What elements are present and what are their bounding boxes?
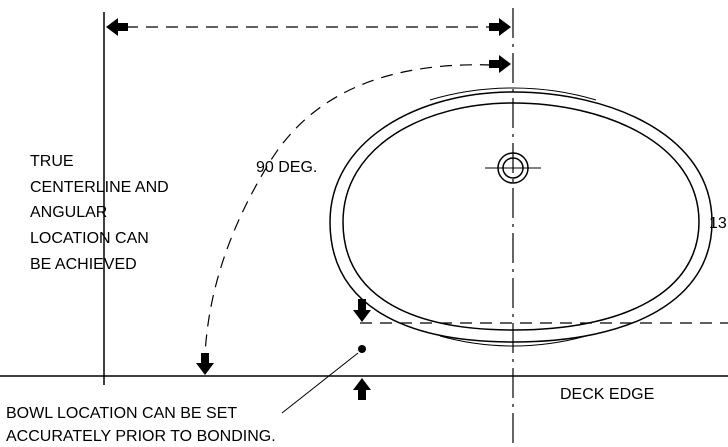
centerline-note-line-5: BE ACHIEVED [30, 256, 137, 273]
dim-up-arrow-icon [353, 378, 371, 400]
left-arrow-icon [106, 18, 128, 36]
centerline-note: TRUE CENTERLINE AND ANGULAR LOCATION CAN… [30, 153, 173, 273]
bowl-location-dot [358, 345, 366, 353]
bowl-note-line-2: ACCURATELY PRIOR TO BONDING. [6, 428, 276, 445]
dim-down-arrow-icon [353, 299, 371, 322]
centerline-note-line-3: ANGULAR [30, 204, 107, 221]
rim-notch-bottom [439, 335, 587, 347]
bowl-outer-rim [329, 91, 713, 343]
angle-label: 90 DEG. [256, 159, 317, 176]
arc-down-arrow-icon [196, 353, 214, 375]
bowl-note: BOWL LOCATION CAN BE SET ACCURATELY PRIO… [6, 405, 276, 445]
right-arrow-icon [489, 18, 511, 36]
centerline-note-line-2: CENTERLINE AND [30, 179, 169, 196]
bowl-note-line-1: BOWL LOCATION CAN BE SET [6, 405, 237, 422]
bowl-inner-rim [342, 102, 700, 331]
arc-end-arrow-icon [489, 55, 511, 73]
centerline-note-line-1: TRUE [30, 153, 74, 170]
deck-edge-label: DECK EDGE [560, 386, 654, 403]
dimension-cut-label: 13 [709, 215, 727, 232]
rim-notch-top [429, 87, 597, 101]
bowl-note-leader [281, 352, 359, 414]
angle-arc [204, 64, 493, 356]
centerline-note-line-4: LOCATION CAN [30, 230, 149, 247]
